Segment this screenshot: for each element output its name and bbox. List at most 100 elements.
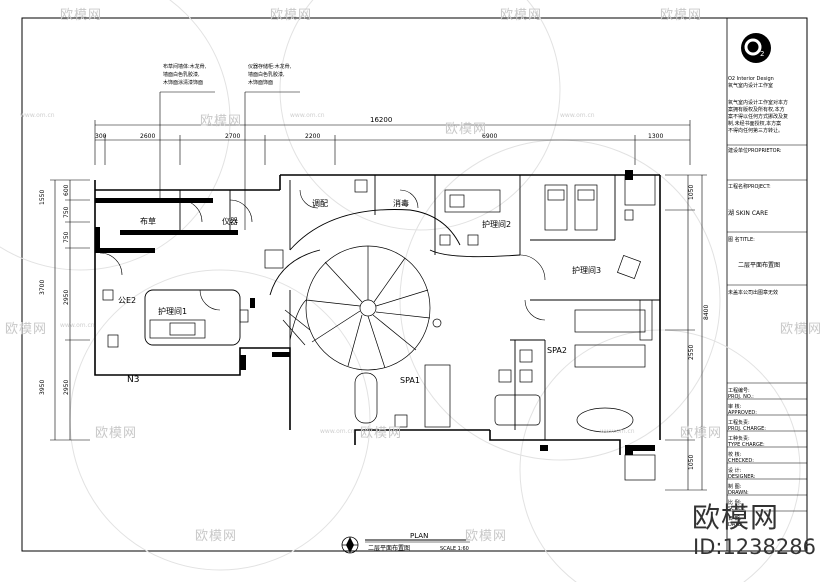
- dim-left-h: 3950: [39, 380, 46, 395]
- row-proj-no-cn: 工程编号:: [728, 388, 750, 394]
- note-left-2: 墙面白色乳胶漆,: [163, 71, 200, 78]
- watermark-text: 欧模网: [500, 8, 543, 23]
- dim-left-e: 3700: [39, 280, 46, 295]
- watermark-text: 欧模网: [200, 114, 243, 129]
- stamp-note: 未盖本公司出图章无效: [728, 290, 779, 296]
- dim-left-d: 750: [63, 231, 70, 243]
- plan-title-block: [341, 536, 470, 554]
- watermark-circles: [0, 0, 801, 582]
- top-dimensions: [94, 120, 691, 165]
- dim-top-5: 6900: [482, 133, 497, 140]
- room-label-care2: 护理间2: [482, 219, 511, 229]
- dim-right-b: 8400: [703, 305, 710, 320]
- plan-title-scale: SCALE 1:60: [440, 546, 469, 552]
- row-type-charge-cn: 工种负责:: [728, 436, 750, 442]
- statement-line: 不得向任何第三方转让。: [728, 128, 784, 134]
- room-label-spa1: SPA1: [400, 376, 420, 385]
- room-label-spa2: SPA2: [547, 346, 567, 355]
- row-date-cn: 日 期:: [728, 516, 742, 522]
- row-drawn-cn: 制 图:: [728, 484, 742, 490]
- proprietor-label: 建设单位PROPRIETOR:: [728, 148, 782, 154]
- watermark-text: 欧模网: [465, 529, 508, 544]
- note-left-1: 布草间墙体:木龙骨,: [163, 63, 207, 70]
- row-scale-cn: 比 例:: [728, 500, 742, 506]
- dim-left-a: 1550: [39, 190, 46, 205]
- project-value: 湖 SKIN CARE: [728, 210, 769, 217]
- watermark-text: 欧模网: [5, 322, 48, 337]
- statement-line: 制,未经书面授权,本方案: [728, 121, 782, 127]
- watermark-url: www.om.cn: [560, 112, 595, 119]
- furniture: [102, 174, 656, 481]
- row-designer-cn: 设 计:: [728, 468, 742, 474]
- dim-right-c: 2550: [688, 345, 695, 360]
- dim-left-c: 750: [63, 206, 70, 218]
- room-label-cloth: 布草: [140, 216, 156, 226]
- room-label-care1: 护理间1: [158, 306, 187, 316]
- statement-line: 案不得以任何方式挪改及复: [728, 114, 789, 120]
- logo-mark: O: [744, 47, 745, 49]
- dim-left-f: 2950: [63, 290, 70, 305]
- dim-top-4: 2200: [305, 133, 320, 140]
- watermark-url: www.om.cn: [600, 428, 635, 435]
- watermark-url: www.om.cn: [20, 112, 55, 119]
- watermark-text: 欧模网: [195, 529, 238, 544]
- plan-title-cn: 二层平面布置图: [368, 544, 410, 552]
- statement-line: 案拥有版权及所有权,本方: [728, 107, 785, 113]
- room-label-instrument: 仪器: [222, 217, 238, 226]
- room-label-mixing: 调配: [312, 199, 328, 208]
- watermark-url: www.om.cn: [290, 112, 325, 119]
- project-label: 工程名称PROJECT:: [728, 184, 771, 190]
- room-label-disinfect: 消毒: [393, 198, 409, 208]
- row-drawn-en: DRAWN:: [728, 490, 749, 496]
- watermark-text: 欧模网: [360, 426, 403, 441]
- note-leaders: [159, 91, 300, 230]
- company-name-en: O2 Interior Design: [728, 76, 774, 82]
- watermark-text: 欧模网: [445, 122, 488, 137]
- row-approved-en: APPROVED:: [728, 410, 757, 416]
- watermark-url: www.om.cn: [60, 322, 95, 329]
- dim-top-1: 300: [95, 133, 107, 140]
- sheet-border: [21, 17, 808, 552]
- row-proj-charge-en: PROJ. CHARGE:: [728, 426, 766, 432]
- note-right-1: 仪器存储柜:木龙骨,: [248, 63, 292, 70]
- right-dimensions: [665, 174, 707, 491]
- note-right-3: 木饰面饰面: [248, 79, 273, 86]
- left-dimensions: [50, 179, 90, 441]
- drawing-title-value: 二层平面布置图: [738, 262, 781, 269]
- watermark-text: 欧模网: [680, 426, 723, 441]
- watermark-text: 欧模网: [660, 8, 703, 23]
- row-proj-no-en: PROJ. NO.:: [728, 394, 754, 400]
- row-date-en: DATE:: [728, 522, 743, 528]
- statement-line: 氧气室内设计工作室对本方: [728, 100, 789, 106]
- row-approved-cn: 审 核:: [728, 404, 742, 410]
- title-block-lines: [727, 144, 807, 512]
- watermark-id: ID:1238286: [693, 535, 816, 559]
- dim-left-g: 2950: [63, 380, 70, 395]
- dim-left-b: 600: [63, 184, 70, 196]
- dim-top-2: 2600: [140, 133, 155, 140]
- plan-title-en: PLAN: [410, 532, 428, 540]
- row-checked-cn: 校 核:: [728, 452, 742, 458]
- dim-right-a: 1050: [688, 185, 695, 200]
- note-right-2: 墙面白色乳胶漆,: [248, 71, 285, 78]
- row-type-charge-en: TYPE CHARGE:: [728, 442, 765, 448]
- watermark-text: 欧模网: [780, 322, 823, 337]
- row-checked-en: CHECKED:: [728, 458, 754, 464]
- watermark-text: 欧模网: [270, 8, 313, 23]
- interior-walls: [144, 175, 660, 440]
- drawing-title-label: 图 名TITLE:: [728, 237, 755, 243]
- door-swings: [99, 189, 546, 321]
- row-designer-en: DESIGNER:: [728, 474, 756, 480]
- watermark-text: 欧模网: [60, 8, 103, 23]
- title-block: O2 Interior Design 氧气室内设计工作室 氧气室内设计工作室对本…: [728, 18, 806, 550]
- room-label-care3: 护理间3: [572, 265, 601, 275]
- company-name-cn: 氧气室内设计工作室: [728, 83, 774, 89]
- dim-top-6: 1300: [648, 133, 663, 140]
- row-proj-charge-cn: 工程负责:: [728, 420, 750, 426]
- watermark-url: www.om.cn: [320, 428, 355, 435]
- dim-top-3: 2700: [225, 133, 240, 140]
- dim-total: 16200: [370, 116, 392, 124]
- watermark-text: 欧模网: [95, 426, 138, 441]
- room-label-public-e2: 公E2: [118, 296, 136, 305]
